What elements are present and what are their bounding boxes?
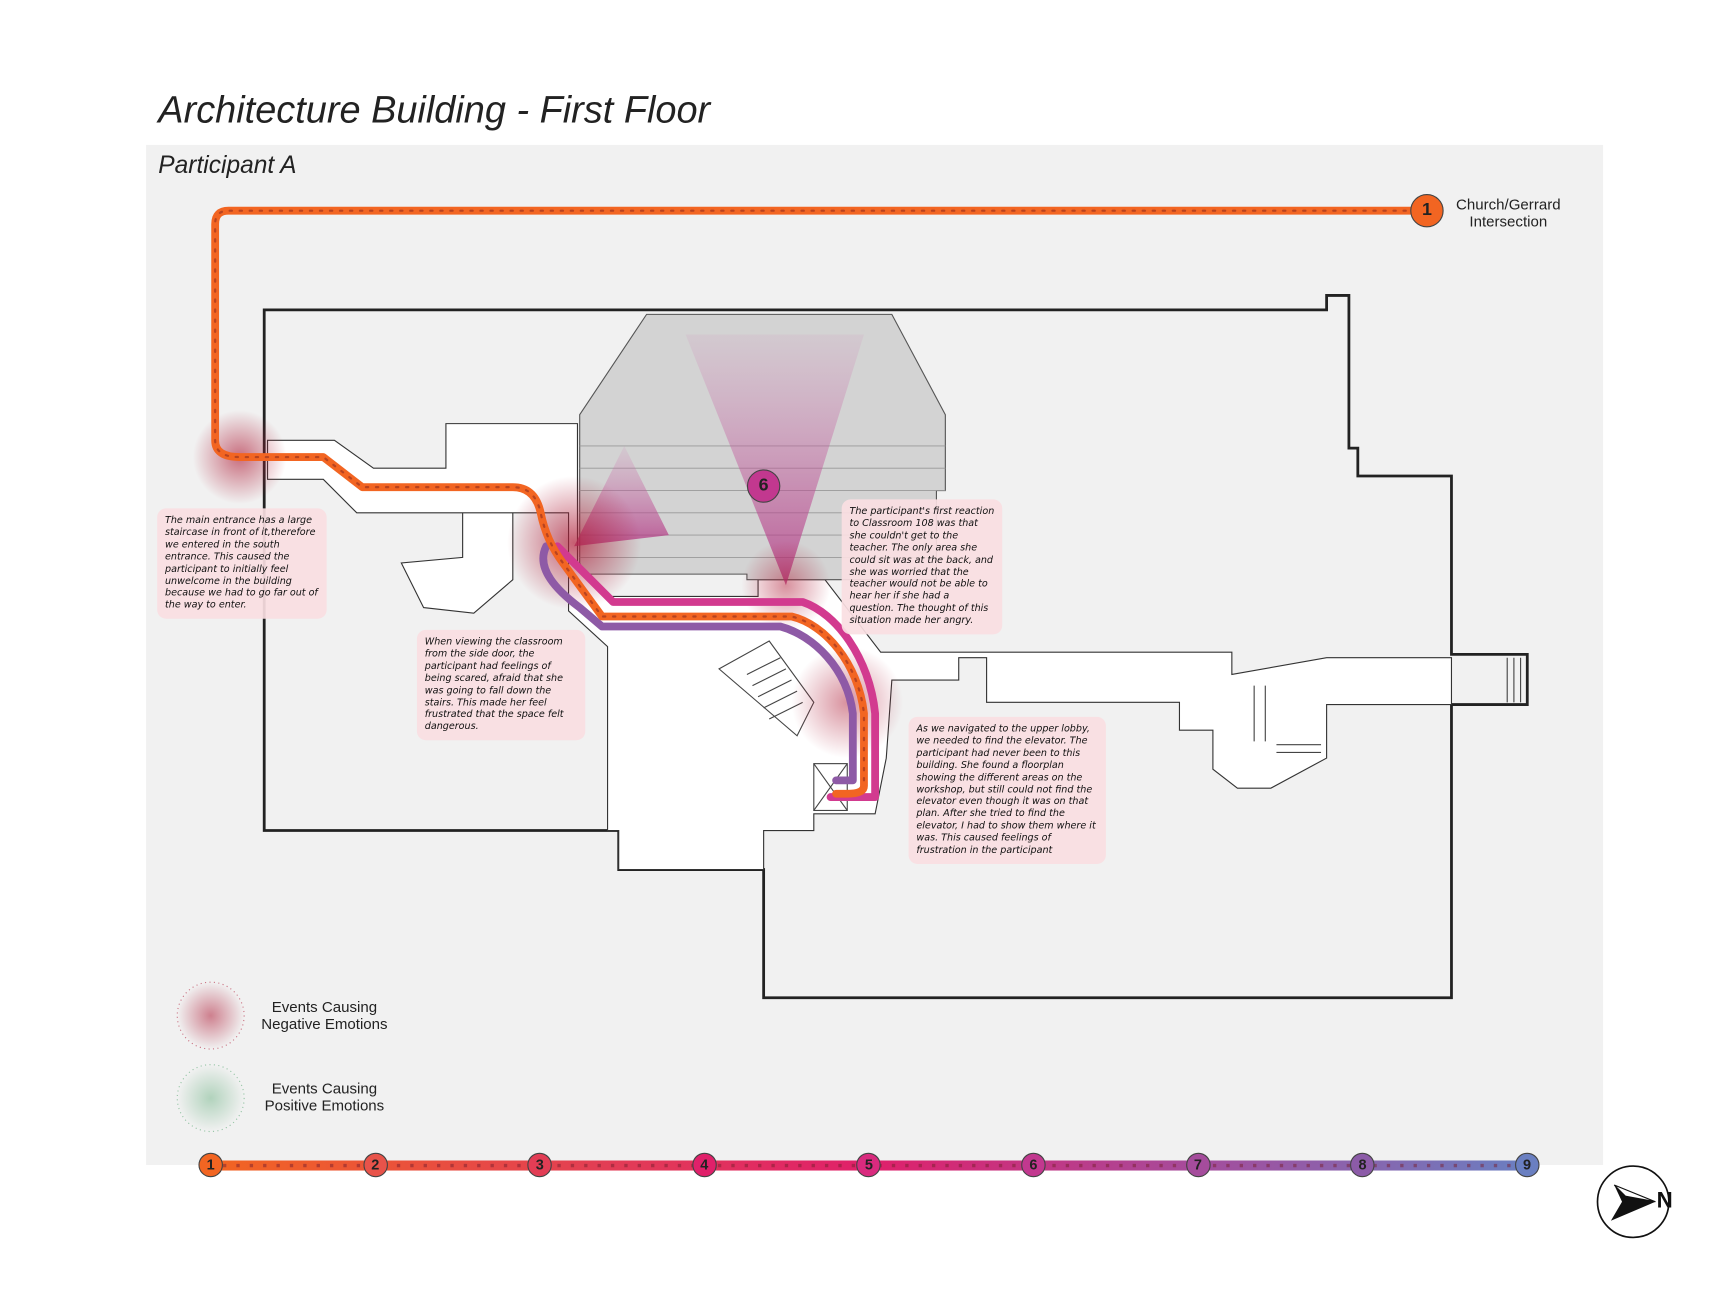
positive-emotion-symbol bbox=[176, 1064, 245, 1133]
legend-text: Positive Emotions bbox=[264, 1096, 385, 1114]
timeline-step-2: 2 bbox=[362, 1152, 388, 1178]
legend-negative-label: Events Causing Negative Emotions bbox=[251, 999, 398, 1032]
routes bbox=[211, 206, 1420, 801]
timeline-step-8: 8 bbox=[1350, 1152, 1375, 1178]
note-classroom-108: The participant's first reaction to Clas… bbox=[841, 499, 1003, 635]
timeline-step-6: 6 bbox=[1021, 1152, 1046, 1178]
start-marker: 1 bbox=[1410, 193, 1444, 228]
legend-text: Negative Emotions bbox=[261, 1015, 388, 1033]
north-arrow-icon bbox=[1596, 1165, 1670, 1239]
start-label-line: Church/Gerrard bbox=[1456, 196, 1561, 213]
classroom-marker: 6 bbox=[746, 469, 781, 503]
view-cone bbox=[685, 334, 864, 586]
timeline-step-7: 7 bbox=[1185, 1152, 1211, 1178]
note-side-door: When viewing the classroom from the side… bbox=[416, 629, 586, 741]
timeline-step-4: 4 bbox=[692, 1152, 717, 1178]
legend-text: Events Causing bbox=[271, 998, 378, 1016]
timeline-step-1: 1 bbox=[198, 1152, 223, 1178]
timeline-step-5: 5 bbox=[856, 1152, 882, 1178]
north-label: N bbox=[1656, 1188, 1673, 1213]
participant-label: Participant A bbox=[158, 150, 297, 179]
note-elevator: As we navigated to the upper lobby, we n… bbox=[908, 716, 1106, 864]
timeline-step-3: 3 bbox=[527, 1152, 553, 1178]
page-title: Architecture Building - First Floor bbox=[158, 89, 711, 132]
negative-event-hotspot bbox=[507, 476, 642, 610]
route-purple bbox=[539, 542, 857, 785]
start-label-line: Intersection bbox=[1469, 212, 1548, 230]
note-main-entrance: The main entrance has a large staircase … bbox=[157, 508, 327, 619]
start-location-label: Church/Gerrard Intersection bbox=[1447, 196, 1570, 229]
timeline-step-9: 9 bbox=[1514, 1152, 1540, 1178]
route-pink bbox=[553, 542, 880, 801]
stair bbox=[718, 640, 1522, 812]
legend-text: Events Causing bbox=[271, 1080, 378, 1097]
negative-emotion-symbol bbox=[176, 981, 245, 1050]
legend-positive-label: Events Causing Positive Emotions bbox=[251, 1080, 398, 1113]
